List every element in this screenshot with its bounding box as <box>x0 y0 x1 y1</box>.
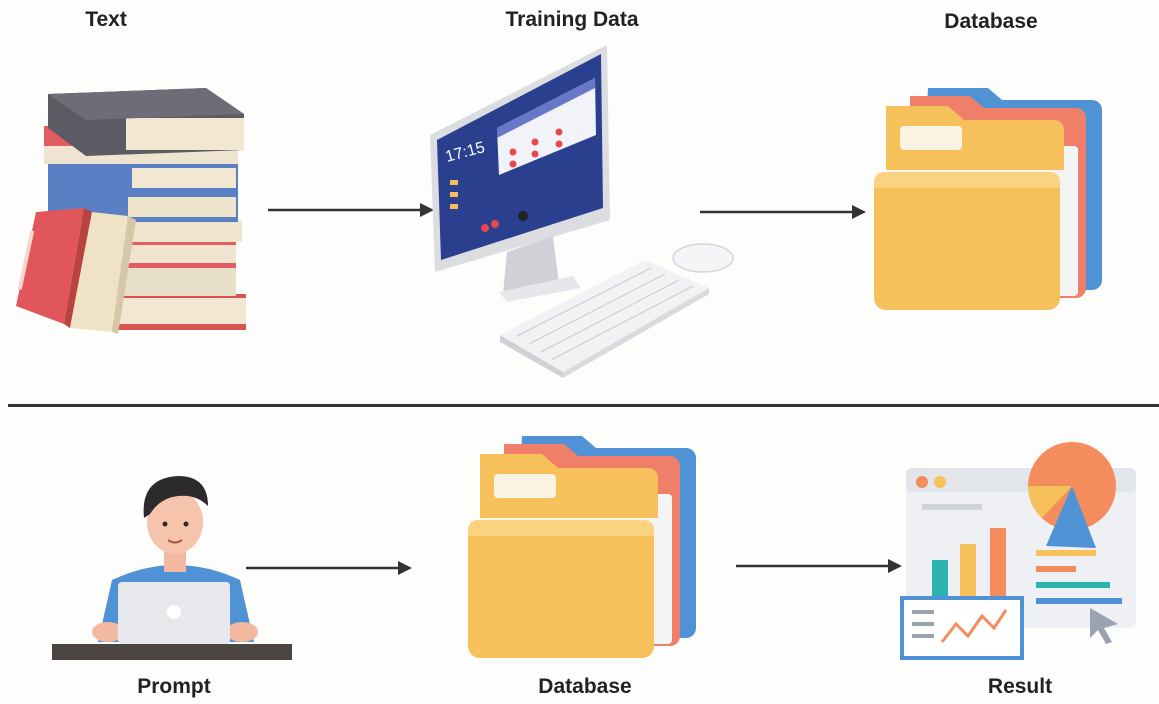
result-dashboard-icon <box>900 442 1136 660</box>
arrow-text-to-training <box>268 203 434 217</box>
database-label-top: Database <box>944 10 1038 33</box>
section-divider <box>8 404 1159 407</box>
database-folder-icon-bottom <box>468 436 696 658</box>
books-stack-icon <box>16 88 246 334</box>
arrow-training-to-database <box>700 205 866 219</box>
person-laptop-icon <box>52 476 292 660</box>
prompt-label: Prompt <box>137 675 211 698</box>
computer-icon: 17:15 <box>430 45 734 378</box>
database-label-bottom: Database <box>538 675 632 698</box>
arrow-prompt-to-database <box>246 561 412 575</box>
arrow-database-to-result <box>736 559 902 573</box>
training-data-label: Training Data <box>505 8 639 31</box>
text-label: Text <box>85 8 127 31</box>
database-folder-icon-top <box>874 88 1102 310</box>
result-label: Result <box>987 675 1053 698</box>
